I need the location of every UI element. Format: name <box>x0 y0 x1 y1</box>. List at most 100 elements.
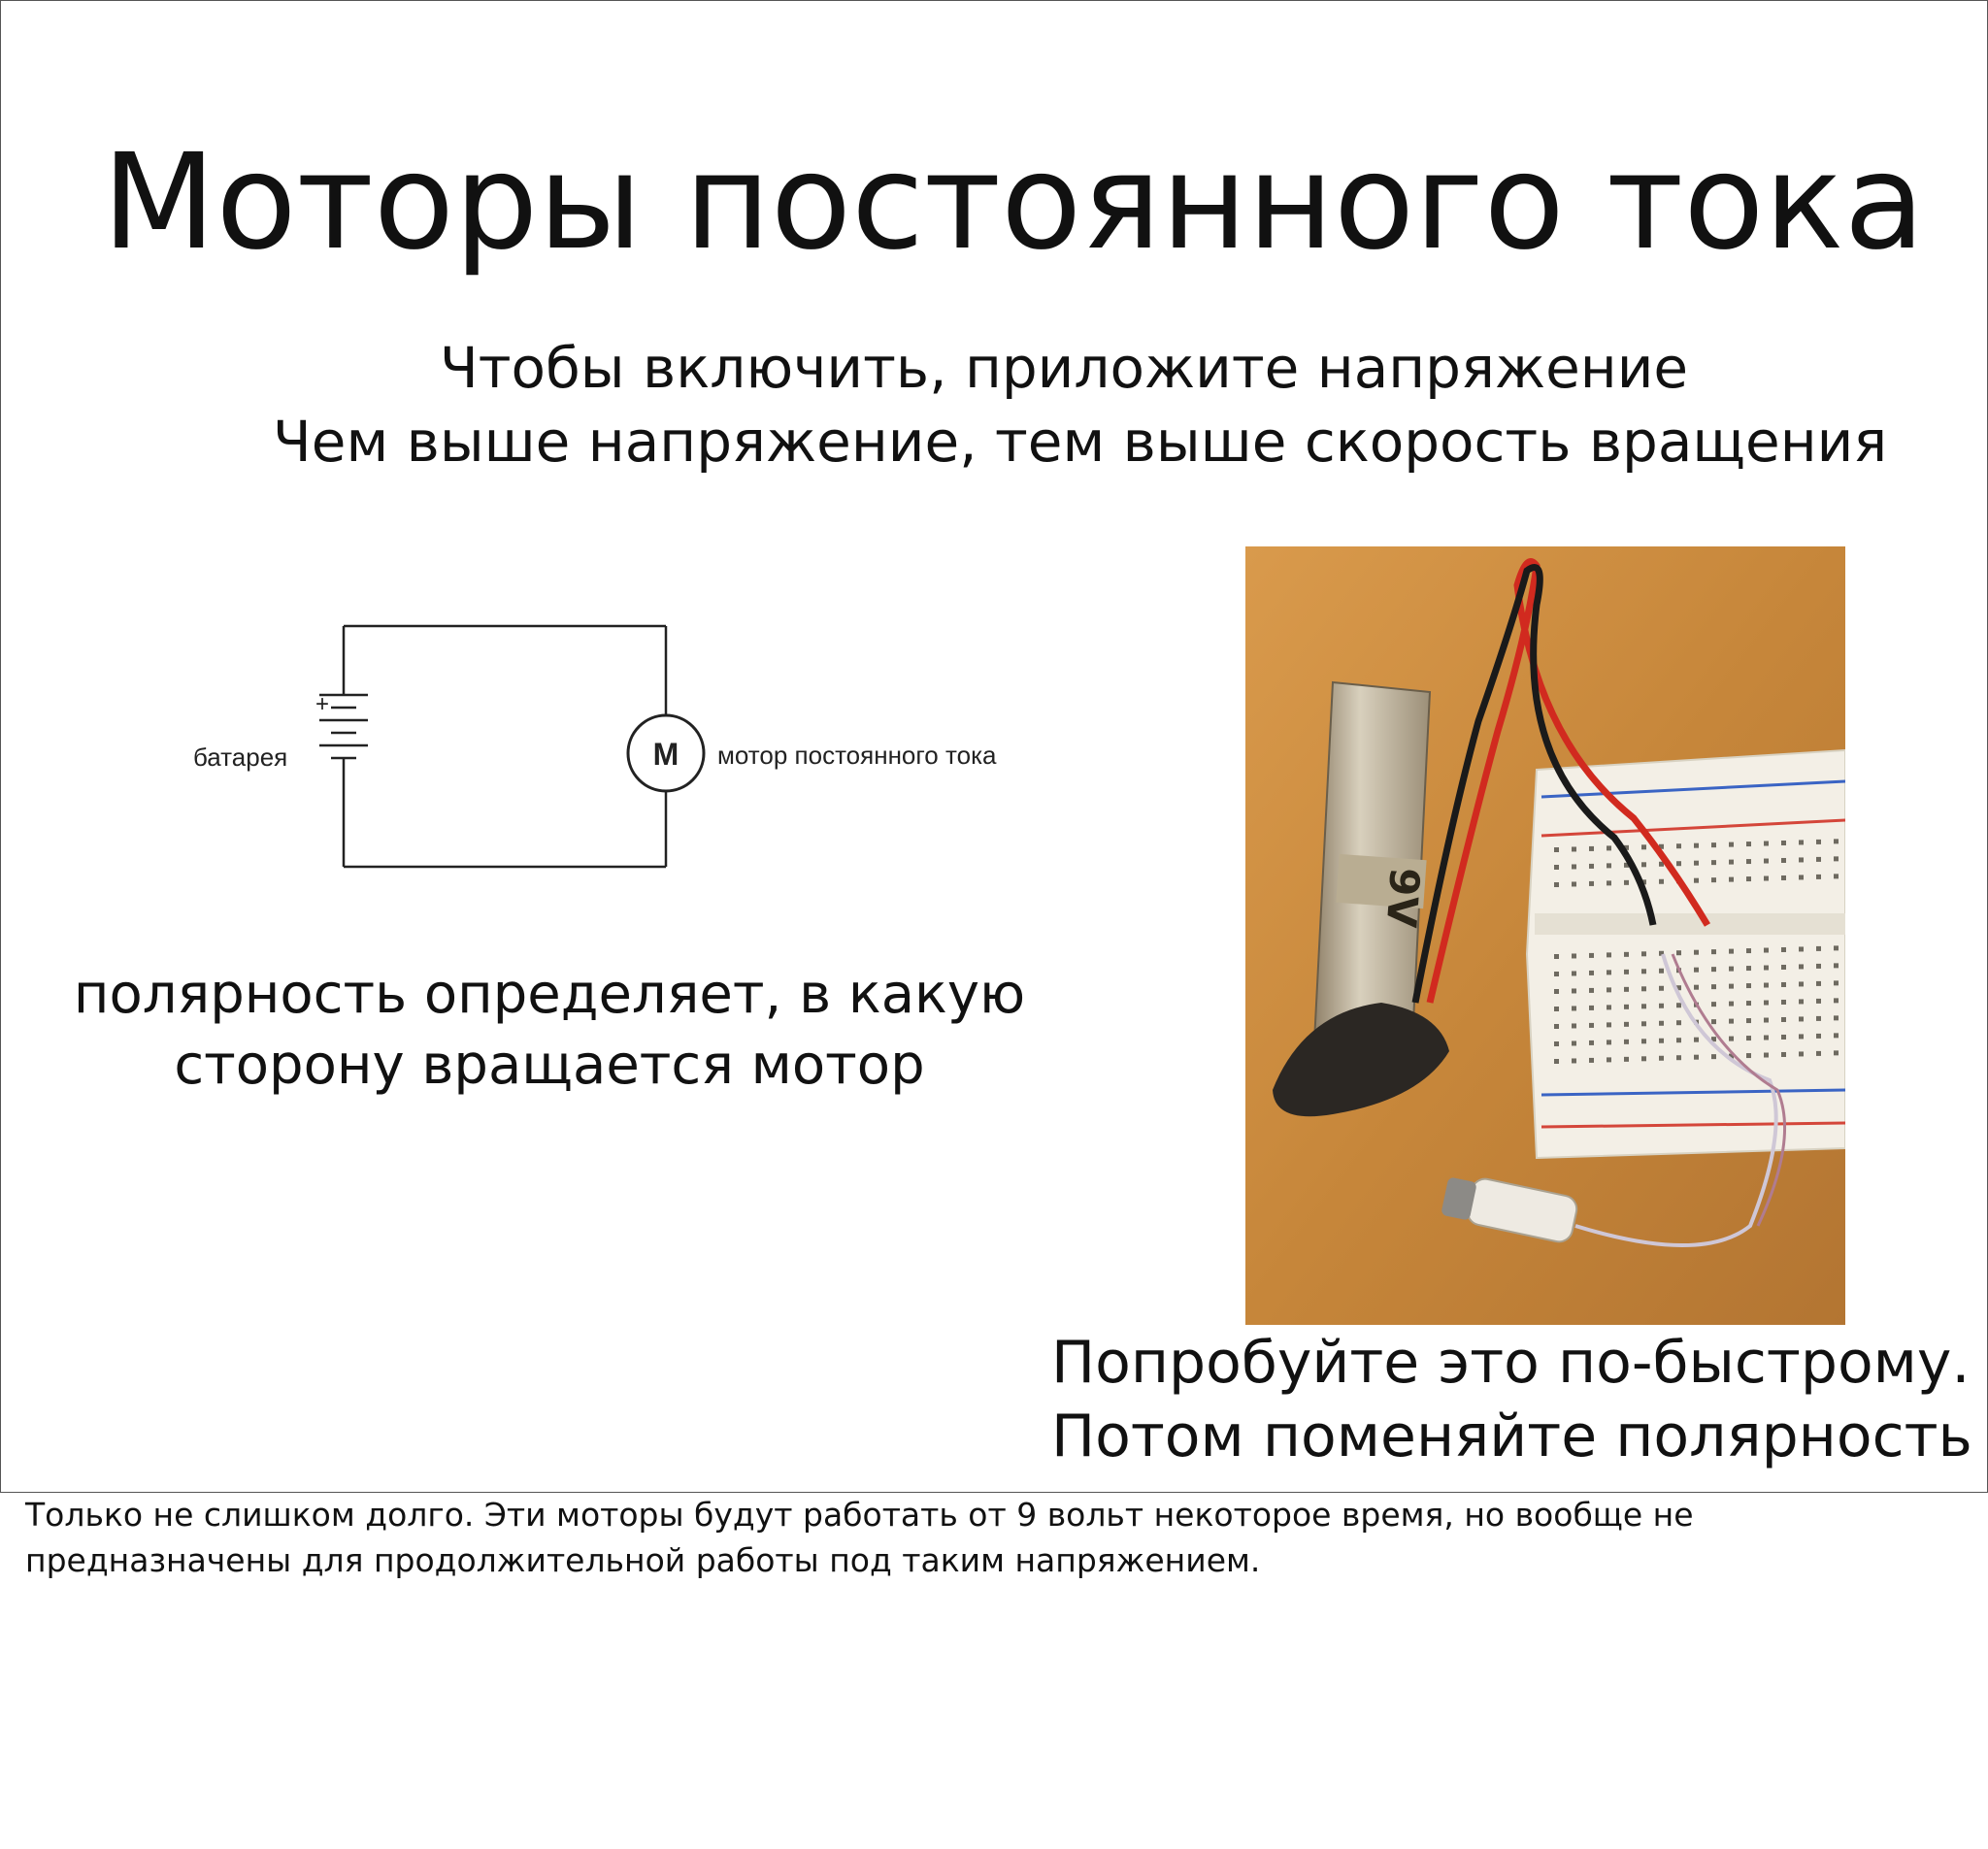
breadboard-hole <box>1799 857 1804 863</box>
breadboard-hole <box>1816 980 1821 986</box>
breadboard-hole <box>1659 1020 1664 1026</box>
breadboard-hole <box>1781 1051 1786 1057</box>
breadboard-hole <box>1607 1022 1611 1028</box>
breadboard-hole <box>1711 842 1716 848</box>
slide-title: Моторы постоянного тока <box>102 126 1925 280</box>
breadboard-hole <box>1781 964 1786 970</box>
breadboard-hole <box>1694 1037 1699 1042</box>
breadboard-hole <box>1572 864 1576 870</box>
breadboard-hole <box>1554 865 1559 870</box>
breadboard-hole <box>1834 980 1839 986</box>
breadboard-hole <box>1572 988 1576 994</box>
breadboard-hole <box>1799 946 1804 952</box>
breadboard-hole <box>1572 881 1576 887</box>
breadboard-hole <box>1799 981 1804 987</box>
breadboard-hole <box>1659 878 1664 884</box>
battery-label: батарея <box>193 743 287 772</box>
motor-label: мотор постоянного тока <box>717 741 997 770</box>
breadboard-hole <box>1589 863 1594 869</box>
breadboard-hole <box>1607 1040 1611 1045</box>
breadboard-hole <box>1641 986 1646 992</box>
breadboard-hole <box>1659 985 1664 991</box>
breadboard-hole <box>1781 1034 1786 1040</box>
breadboard-hole <box>1834 874 1839 879</box>
breadboard-hole <box>1694 1054 1699 1060</box>
breadboard-hole <box>1694 967 1699 973</box>
breadboard-hole <box>1799 1016 1804 1022</box>
breadboard-hole <box>1799 999 1804 1005</box>
breadboard-hole <box>1746 859 1751 865</box>
breadboard-hole <box>1711 1002 1716 1007</box>
breadboard-hole <box>1589 1040 1594 1045</box>
breadboard-hole <box>1589 1005 1594 1010</box>
battery-9v: 9V <box>1273 680 1449 1117</box>
breadboard-hole <box>1572 1006 1576 1011</box>
breadboard-hole <box>1554 847 1559 852</box>
breadboard-hole <box>1781 840 1786 845</box>
breadboard-hole <box>1676 950 1681 956</box>
breadboard-hole <box>1764 875 1769 881</box>
breadboard-hole <box>1641 969 1646 974</box>
breadboard-hole <box>1554 1041 1559 1046</box>
breadboard-hole <box>1816 945 1821 951</box>
breadboard-hole <box>1572 1023 1576 1029</box>
breadboard-hole <box>1659 1003 1664 1008</box>
breadboard-hole <box>1659 1055 1664 1061</box>
polarity-line-1: полярность определяет, в какую <box>73 963 1026 1026</box>
breadboard-hole <box>1659 968 1664 974</box>
breadboard-hole <box>1729 948 1734 954</box>
subtitle-line-1: Чтобы включить, приложите напряжение <box>440 335 1689 401</box>
breadboard-hole <box>1729 876 1734 882</box>
breadboard-hole <box>1764 1052 1769 1058</box>
breadboard-hole <box>1764 1000 1769 1006</box>
breadboard-hole <box>1781 875 1786 880</box>
speaker-notes: Только не слишком долго. Эти моторы буду… <box>25 1496 1694 1579</box>
breadboard-hole <box>1589 1057 1594 1063</box>
breadboard-hole <box>1641 1021 1646 1027</box>
breadboard-hole <box>1746 1036 1751 1041</box>
breadboard-hole <box>1816 963 1821 969</box>
breadboard-hole <box>1572 846 1576 852</box>
breadboard-hole <box>1799 1034 1804 1040</box>
breadboard-hole <box>1694 842 1699 848</box>
breadboard-hole <box>1676 1038 1681 1043</box>
try-line-1: Попробуйте это по-быстрому. <box>1051 1329 1971 1397</box>
breadboard-hole <box>1816 1015 1821 1021</box>
breadboard-hole <box>1554 954 1559 959</box>
breadboard-hole <box>1624 1039 1629 1044</box>
breadboard-hole <box>1624 879 1629 885</box>
breadboard-hole <box>1624 986 1629 992</box>
breadboard-hole <box>1589 1022 1594 1028</box>
breadboard-hole <box>1607 1005 1611 1010</box>
breadboard-hole <box>1554 989 1559 994</box>
breadboard-hole <box>1729 1036 1734 1041</box>
breadboard-hole <box>1659 1038 1664 1043</box>
breadboard-hole <box>1781 999 1786 1005</box>
breadboard-hole <box>1834 1015 1839 1021</box>
breadboard-hole <box>1676 861 1681 867</box>
breadboard-hole <box>1607 880 1611 886</box>
wire-red <box>1426 558 1711 1004</box>
breadboard-hole <box>1834 998 1839 1004</box>
breadboard-hole <box>1572 1058 1576 1064</box>
breadboard-hole <box>1729 1053 1734 1059</box>
breadboard-hole <box>1624 1056 1629 1062</box>
breadboard-hole <box>1641 879 1646 885</box>
breadboard-hole <box>1816 874 1821 879</box>
breadboard-hole <box>1676 1003 1681 1008</box>
breadboard-hole <box>1624 951 1629 957</box>
subtitle-line-2: Чем выше напряжение, тем выше скорость в… <box>273 409 1888 475</box>
breadboard-hole <box>1607 970 1611 975</box>
breadboard-hole <box>1589 970 1594 975</box>
breadboard-hole <box>1641 951 1646 957</box>
breadboard-hole <box>1816 839 1821 844</box>
breadboard-hole <box>1729 842 1734 847</box>
try-line-2: Потом поменяйте полярность <box>1051 1403 1972 1471</box>
breadboard-hole <box>1781 857 1786 863</box>
breadboard-hole <box>1729 1018 1734 1024</box>
breadboard-hole <box>1816 1033 1821 1039</box>
photo-illustration: 9V <box>1245 546 1845 1325</box>
battery-9v-text: 9V <box>1377 866 1429 929</box>
battery-plus: + <box>315 691 329 717</box>
breadboard-hole <box>1694 984 1699 990</box>
